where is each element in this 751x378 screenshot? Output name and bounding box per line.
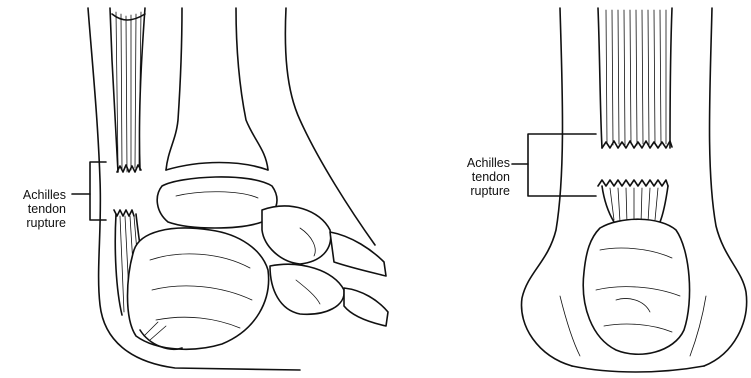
right-label-line-3: rupture bbox=[446, 184, 510, 198]
right-label-line-2: tendon bbox=[446, 170, 510, 184]
side-view-ankle bbox=[72, 8, 388, 370]
left-label-line-3: rupture bbox=[4, 216, 66, 230]
tibia-bone bbox=[166, 8, 268, 170]
metatarsal-bone-1 bbox=[330, 232, 386, 276]
right-callout-label: Achilles tendon rupture bbox=[446, 156, 510, 198]
metatarsal-bone-2 bbox=[344, 288, 388, 326]
talus-bone bbox=[157, 177, 277, 228]
right-label-line-1: Achilles bbox=[446, 156, 510, 170]
left-callout-label: Achilles tendon rupture bbox=[4, 188, 66, 230]
rear-upper-tendon-stump bbox=[598, 8, 672, 148]
navicular-bone bbox=[262, 206, 331, 264]
left-label-line-2: tendon bbox=[4, 202, 66, 216]
left-label-line-1: Achilles bbox=[4, 188, 66, 202]
rear-view-heel bbox=[512, 8, 747, 372]
right-label-bracket bbox=[512, 134, 596, 196]
upper-tendon-stump bbox=[110, 8, 145, 172]
rear-lower-tendon-stump bbox=[598, 180, 668, 224]
rear-leg-outline-right bbox=[704, 8, 747, 366]
